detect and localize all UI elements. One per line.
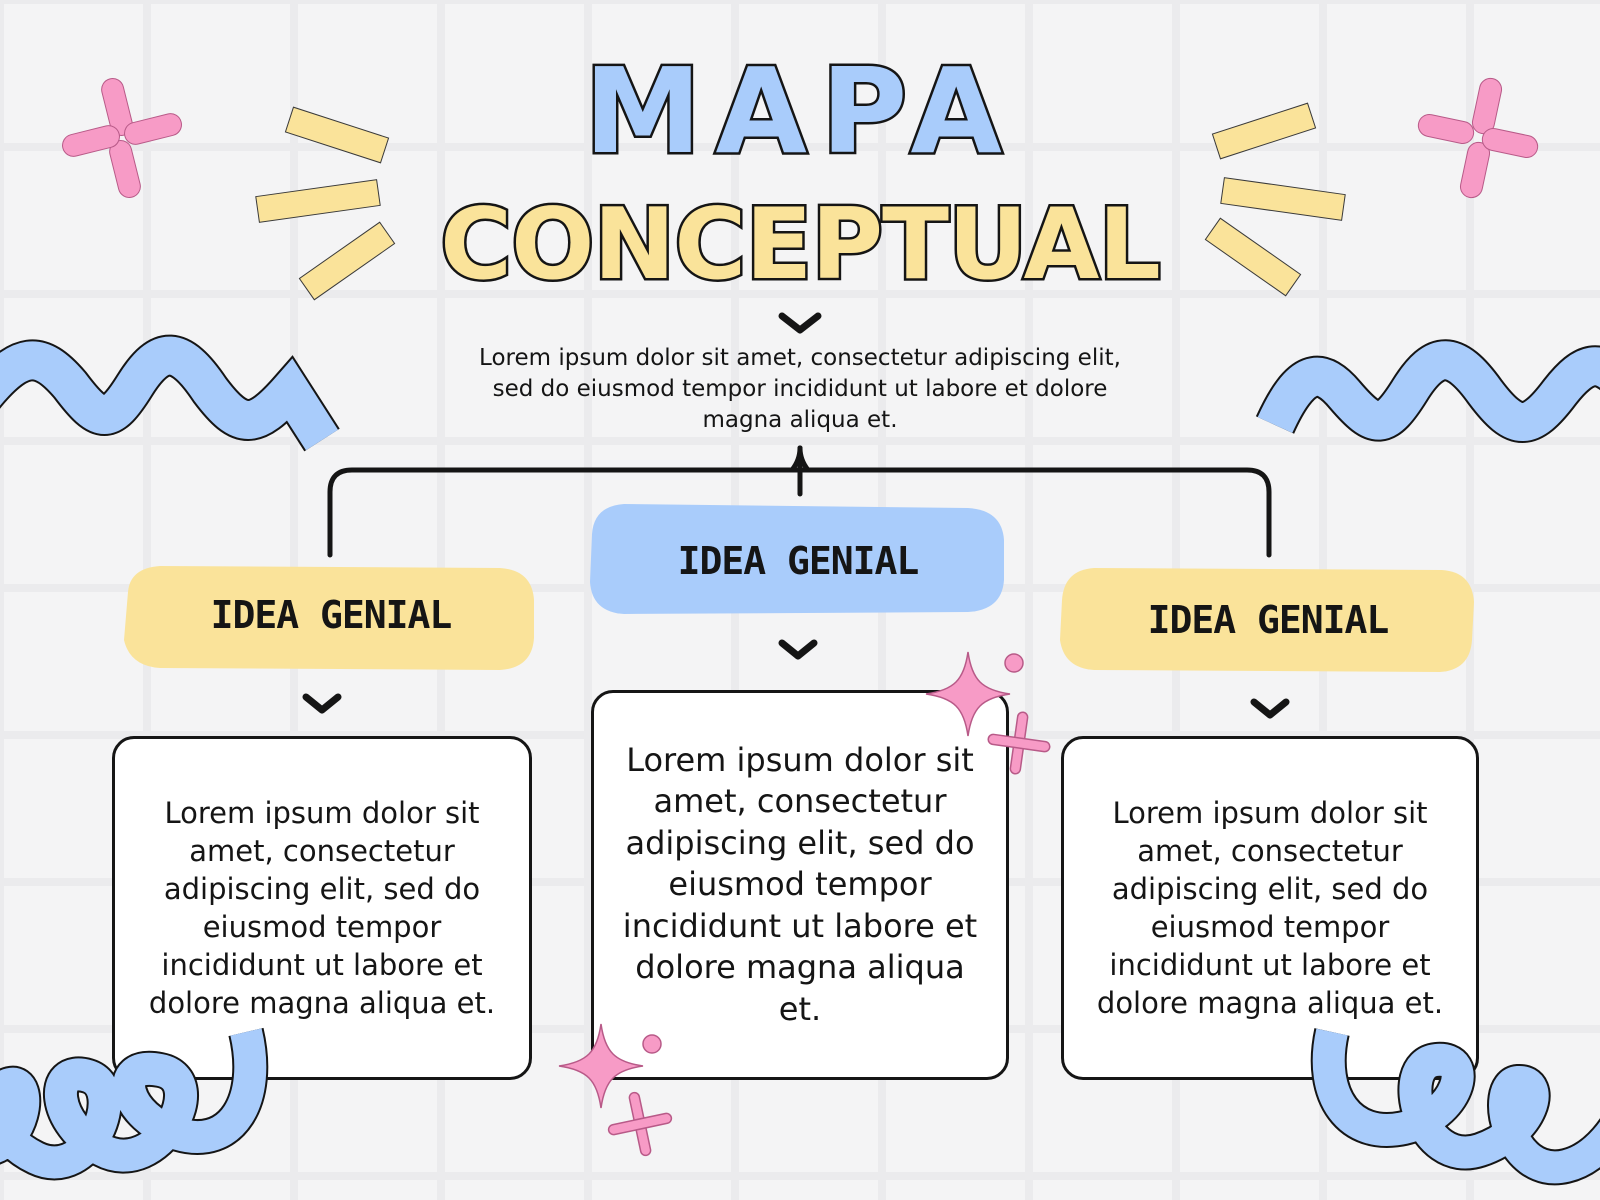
- idea-box-text: Lorem ipsum dolor sit amet, consectetur …: [148, 796, 496, 1020]
- connector-lines: [327, 445, 1272, 558]
- title-line-1: MAPA: [582, 42, 1016, 180]
- idea-box-center: Lorem ipsum dolor sit amet, consectetur …: [591, 690, 1009, 1080]
- idea-label-left: IDEA GENIAL: [210, 593, 453, 637]
- yellow-burst-icon: [1204, 102, 1346, 297]
- idea-box-right: Lorem ipsum dolor sit amet, consectetur …: [1061, 736, 1479, 1080]
- idea-box-text: Lorem ipsum dolor sit amet, consectetur …: [622, 740, 978, 1028]
- pink-sparkle-icon: [1417, 77, 1539, 199]
- idea-box-text: Lorem ipsum dolor sit amet, consectetur …: [1096, 796, 1444, 1020]
- chevron-down-icon: [778, 312, 822, 334]
- chevron-down-icon: [1250, 698, 1290, 719]
- idea-label-right: IDEA GENIAL: [1147, 598, 1390, 642]
- chevron-down-icon: [302, 693, 342, 714]
- chevron-down-icon: [778, 639, 818, 660]
- pink-sparkle-icon: [62, 78, 182, 198]
- idea-label-blob: [1060, 568, 1474, 672]
- yellow-burst-icon: [255, 106, 396, 301]
- idea-label-blob: [124, 566, 534, 670]
- blue-wave-icon: [0, 334, 340, 452]
- intro-text: Lorem ipsum dolor sit amet, consectetur …: [479, 345, 1121, 433]
- idea-label-blob: [590, 504, 1004, 614]
- idea-box-left: Lorem ipsum dolor sit amet, consectetur …: [112, 736, 532, 1080]
- title-line-2: CONCEPTUAL: [438, 188, 1164, 302]
- idea-label-center: IDEA GENIAL: [677, 539, 920, 583]
- blue-wave-icon: [1255, 339, 1600, 443]
